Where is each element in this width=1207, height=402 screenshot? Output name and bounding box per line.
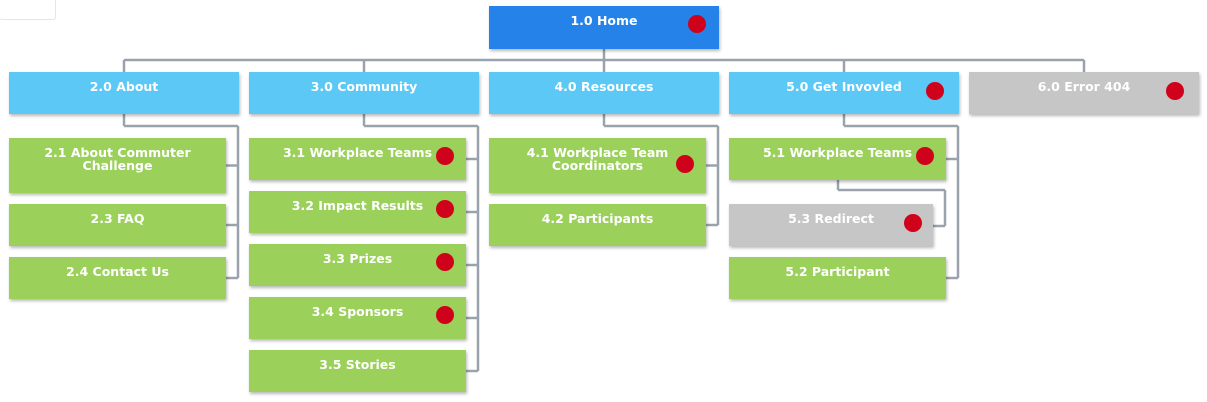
node-label: 5.3 Redirect xyxy=(788,211,874,226)
status-dot-icon xyxy=(916,147,934,165)
node-home[interactable]: 1.0 Home xyxy=(489,6,719,49)
node-label: 3.5 Stories xyxy=(319,357,396,372)
status-dot-icon xyxy=(436,306,454,324)
node-label: 4.0 Resources xyxy=(554,79,654,94)
node-get-involved[interactable]: 5.0 Get Invovled xyxy=(729,72,959,114)
node-about-commuter[interactable]: 2.1 About Commuter Challenge xyxy=(9,138,226,193)
status-dot-icon xyxy=(1166,82,1184,100)
corner-frame xyxy=(0,0,56,20)
node-stories[interactable]: 3.5 Stories xyxy=(249,350,466,392)
node-impact-results[interactable]: 3.2 Impact Results xyxy=(249,191,466,233)
status-dot-icon xyxy=(436,200,454,218)
status-dot-icon xyxy=(676,155,694,173)
node-workplace-teams-3[interactable]: 3.1 Workplace Teams xyxy=(249,138,466,180)
node-workplace-teams-5[interactable]: 5.1 Workplace Teams xyxy=(729,138,946,180)
node-label: 2.0 About xyxy=(89,79,159,94)
node-label: 5.2 Participant xyxy=(785,264,890,279)
status-dot-icon xyxy=(436,147,454,165)
node-coordinators[interactable]: 4.1 Workplace Team Coordinators xyxy=(489,138,706,193)
status-dot-icon xyxy=(436,253,454,271)
node-contact[interactable]: 2.4 Contact Us xyxy=(9,257,226,299)
node-about[interactable]: 2.0 About xyxy=(9,72,239,114)
node-label: 4.1 Workplace Team Coordinators xyxy=(526,145,669,173)
node-redirect[interactable]: 5.3 Redirect xyxy=(729,204,933,246)
node-label: 6.0 Error 404 xyxy=(1037,79,1131,94)
node-prizes[interactable]: 3.3 Prizes xyxy=(249,244,466,286)
status-dot-icon xyxy=(926,82,944,100)
node-label: 4.2 Participants xyxy=(541,211,654,226)
node-sponsors[interactable]: 3.4 Sponsors xyxy=(249,297,466,339)
node-label: 3.1 Workplace Teams xyxy=(282,145,433,160)
node-faq[interactable]: 2.3 FAQ xyxy=(9,204,226,246)
node-label: 1.0 Home xyxy=(570,13,638,28)
status-dot-icon xyxy=(904,214,922,232)
node-error-404[interactable]: 6.0 Error 404 xyxy=(969,72,1199,114)
status-dot-icon xyxy=(688,15,706,33)
node-label: 3.0 Community xyxy=(310,79,418,94)
node-label: 5.1 Workplace Teams xyxy=(762,145,913,160)
node-label: 2.3 FAQ xyxy=(90,211,145,226)
node-label: 3.3 Prizes xyxy=(322,251,393,266)
node-community[interactable]: 3.0 Community xyxy=(249,72,479,114)
node-label: 2.1 About Commuter Challenge xyxy=(44,145,191,173)
node-resources[interactable]: 4.0 Resources xyxy=(489,72,719,114)
node-label: 3.4 Sponsors xyxy=(311,304,404,319)
node-participants[interactable]: 4.2 Participants xyxy=(489,204,706,246)
node-label: 5.0 Get Invovled xyxy=(786,79,902,94)
node-label: 2.4 Contact Us xyxy=(66,264,169,279)
node-label: 3.2 Impact Results xyxy=(291,198,424,213)
node-participant[interactable]: 5.2 Participant xyxy=(729,257,946,299)
